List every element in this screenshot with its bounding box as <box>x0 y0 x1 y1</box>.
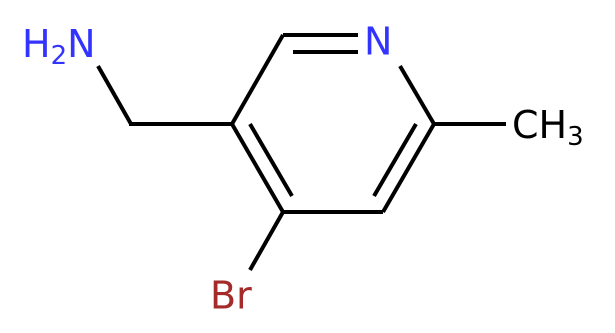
bromine-label: Br <box>210 274 252 318</box>
methyl-ch: CH <box>512 103 567 147</box>
bond-c3-c2 <box>230 34 285 125</box>
amine-label: H2N <box>22 22 96 71</box>
bonds <box>96 33 506 271</box>
bond-c6-c5 <box>381 122 436 214</box>
bond-c4-br <box>248 211 285 271</box>
bond-c3-c4-inner <box>248 122 294 198</box>
amine-n: N <box>67 22 95 66</box>
methyl-label: CH3 <box>512 103 584 152</box>
atom-labels: H2N N CH3 Br <box>22 20 584 318</box>
bond-c3-c4 <box>230 122 285 214</box>
ring-nitrogen-label: N <box>364 20 392 64</box>
amine-subscript: 2 <box>51 41 68 71</box>
bond-amine-n-ch2 <box>96 65 133 125</box>
methyl-subscript: 3 <box>567 122 584 152</box>
bond-c6-c5-inner <box>372 122 418 198</box>
amine-h: H <box>22 22 51 66</box>
bond-n1-c6 <box>398 64 436 126</box>
